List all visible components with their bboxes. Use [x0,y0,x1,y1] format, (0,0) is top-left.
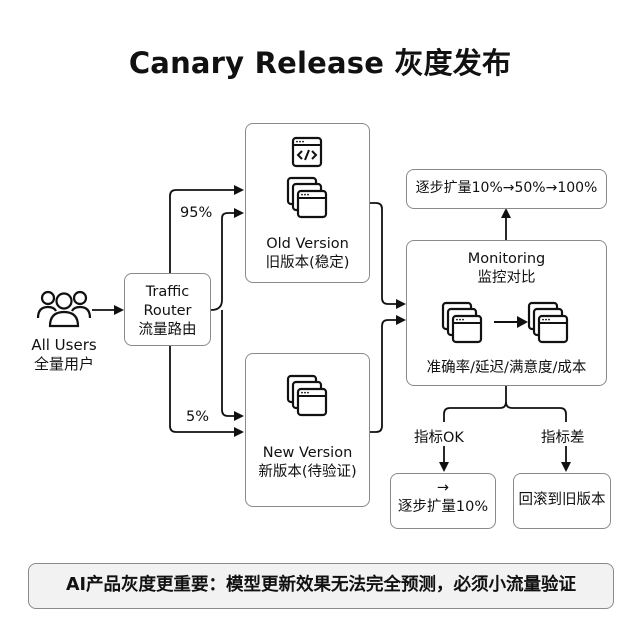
gradual-expand-box[interactable]: → 逐步扩量10% [390,473,496,529]
stacked-windows-icon [286,176,328,219]
stacked-windows-icon [527,301,569,344]
monitoring-metrics: 准确率/延迟/满意度/成本 [426,360,587,376]
users-label: All Users 全量用户 [31,336,97,373]
router-to-new-arrow-inner [221,310,244,421]
page-title: Canary Release 灰度发布 [128,46,512,80]
users-group-icon [36,290,92,328]
rollback-box[interactable]: 回滚到旧版本 [513,473,611,529]
stacked-windows-icon [441,301,483,344]
expand-traffic-box[interactable]: 逐步扩量10%→50%→100% [406,169,607,209]
traffic-router-box[interactable]: Traffic Router 流量路由 [124,273,211,346]
route-old-percent: 95% [180,205,213,221]
branch-bad-label: 指标差 [541,430,585,446]
branch-ok-label: 指标OK [414,430,464,446]
stacked-windows-icon [286,374,328,417]
old-version-box[interactable]: Old Version 旧版本(稳定) [245,123,370,283]
route-new-percent: 5% [186,409,210,425]
router-to-old-arrow-outer [169,185,244,273]
monitoring-box[interactable]: Monitoring 监控对比 准确率/延迟/满意度/成本 [406,240,607,386]
new-to-monitoring-arrow [370,315,406,433]
footer-note: AI产品灰度更重要：模型更新效果无法完全预测，必须小流量验证 [28,563,614,609]
router-to-old-arrow-inner [210,208,244,311]
arrow-right-icon [494,316,528,328]
router-to-new-arrow-outer [169,346,244,437]
old-to-monitoring-arrow [370,202,406,309]
monitoring-branch-split [443,386,507,422]
new-version-box[interactable]: New Version 新版本(待验证) [245,353,370,507]
code-window-icon [291,136,323,168]
